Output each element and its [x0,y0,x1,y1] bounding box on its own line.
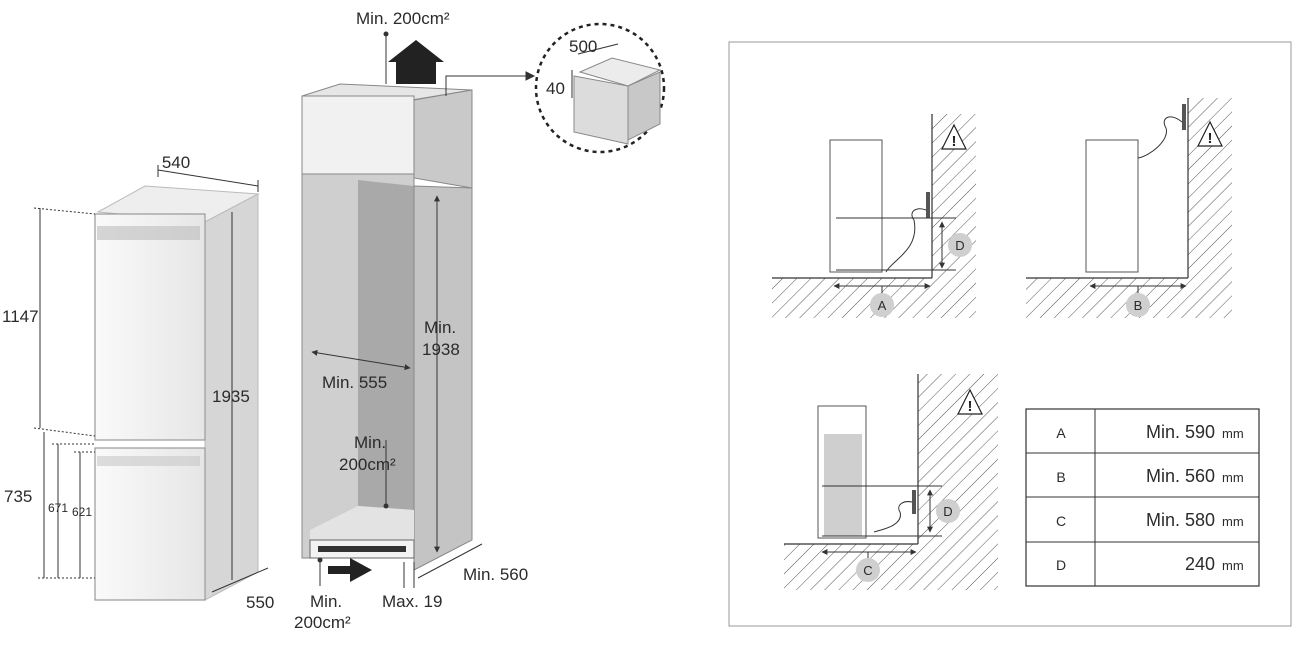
top-vent-arrow [388,40,444,84]
warning-mark-c: ! [968,398,973,415]
spec-key-c: C [1056,513,1066,529]
top-detail-callout [534,22,666,154]
label-b-bubble [1126,293,1150,317]
cabinet-side [413,185,473,571]
cabinet-top-front [301,95,415,175]
fridge-depth-label: 550 [246,593,274,612]
spec-unit-c: mm [1222,514,1244,529]
detail-connector [445,75,526,96]
detail-width-label: 500 [569,37,597,56]
spec-unit-d: mm [1222,558,1244,573]
detail-front [573,75,629,145]
detail-connector-arrow [525,71,536,81]
cabinet-top-side [413,89,473,189]
scenario-b [1026,98,1232,318]
warning-icon [957,388,983,415]
spec-unit-a: mm [1222,426,1244,441]
spec-value-d: 240 [1185,554,1215,574]
fridge-b [1085,139,1139,273]
floor-c [784,544,918,590]
label-a: A [878,298,887,313]
bottom-vent-label-1: Min. [310,592,342,611]
fridge-illustration [94,185,260,601]
fridge-lower-height-label: 735 [4,487,32,506]
dim-line-550 [211,567,269,593]
warning-icon [1197,120,1223,147]
label-d-bubble [948,233,972,257]
cable-c [873,501,913,533]
label-d-a: D [955,238,964,253]
detail-height-label: 40 [546,79,565,98]
cabinet-illustration [301,40,473,582]
label-b: B [1134,298,1143,313]
mid-vent-label-1: Min. [354,433,386,452]
inner-height-label-1: Min. [424,318,456,337]
cabinet-plinth-vent [318,546,406,552]
label-a-bubble [870,293,894,317]
floor-b [1026,278,1188,318]
fridge-lower-inner-2-label: 621 [72,505,92,519]
scenario-a [772,114,976,318]
label-d-bubble [936,499,960,523]
label-c-bubble [856,558,880,582]
inner-width-label: Min. 555 [322,373,387,392]
plinth-label: Max. 19 [382,592,442,611]
spec-key-a: A [1056,425,1066,441]
leader-dot [383,31,389,37]
cabinet-dimensions [311,31,536,588]
detail-dim-line [577,43,619,55]
label-d-c: D [943,504,952,519]
wall-c [918,374,998,590]
dim-line-width [157,169,259,187]
bottom-vent-label-2: 200cm² [294,613,351,632]
spec-value-a: Min. 590 [1146,422,1215,442]
fridge-dimensions [33,165,269,593]
cabinet-floor [310,506,414,548]
spec-key-d: D [1056,557,1066,573]
dim-ext [33,207,96,215]
spec-value-b: Min. 560 [1146,466,1215,486]
spec-unit-b: mm [1222,470,1244,485]
warning-mark-b: ! [1208,130,1213,147]
fridge-drawer-strip [97,456,200,466]
fridge-lower-door [94,447,206,601]
scenario-c [784,374,998,590]
fridge-upper-door [94,213,206,441]
socket-a [926,192,930,218]
label-c: C [863,563,872,578]
cable-b [1137,116,1183,159]
fridge-width-label: 540 [162,153,190,172]
dim-line-inner-width [311,349,411,371]
fridge-upper-height-label: 1147 [2,307,39,326]
detail-side [627,71,661,141]
warning-mark-a: ! [952,133,957,150]
fridge-lower-inner-1-label: 671 [48,501,68,515]
fridge-c-fill [824,434,862,536]
fridge-total-height-label: 1935 [212,387,250,406]
cabinet-back-panel [358,180,414,510]
dim-line-cabinet-depth [417,543,483,579]
cabinet-depth-label: Min. 560 [463,565,528,584]
bottom-vent-arrow [328,558,372,582]
socket-c [912,490,916,514]
leader-dot [317,557,323,563]
top-vent-label: Min. 200cm² [356,9,450,28]
spec-key-b: B [1056,469,1065,485]
fridge-hinge-strip [97,226,200,240]
mid-vent-label-2: 200cm² [339,455,396,474]
cable-a [885,208,927,273]
socket-b [1182,104,1186,130]
spec-value-c: Min. 580 [1146,510,1215,530]
fridge-a [829,139,883,273]
floor-a [772,278,932,318]
warning-icon [941,123,967,150]
leader-dot [383,503,389,509]
detail-top [578,57,662,87]
inner-height-label-2: 1938 [422,340,460,359]
dim-ext [33,427,96,437]
spec-table [1025,408,1260,587]
